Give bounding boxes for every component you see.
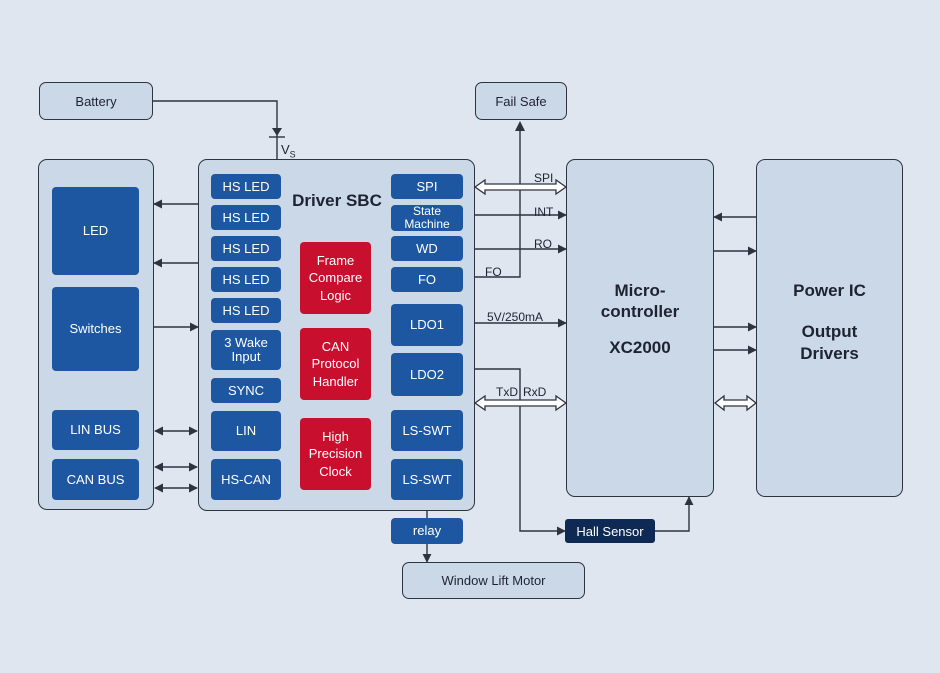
supply-label: VS bbox=[281, 142, 296, 160]
hall-wire-in bbox=[475, 368, 566, 536]
signal-ro-label: RO bbox=[534, 237, 552, 251]
power-ic-title: Power IC Output Drivers bbox=[793, 281, 866, 363]
signal-supply-label: 5V/250mA bbox=[487, 310, 544, 324]
signal-spi-label: SPI bbox=[534, 171, 554, 185]
driver-sbc-title: Driver SBC bbox=[292, 191, 382, 210]
fo-wire bbox=[475, 123, 521, 278]
power-bus-arrow bbox=[713, 394, 758, 412]
sbc-block-hs-led-3: HS LED bbox=[211, 236, 281, 261]
signal-fo-label: FO bbox=[485, 265, 502, 279]
signal-txd-label: TxD bbox=[496, 385, 518, 399]
hall-sensor-box: Hall Sensor bbox=[565, 519, 655, 543]
hall-wire-out bbox=[655, 496, 694, 532]
sbc-block-wd: WD bbox=[391, 236, 463, 261]
led-block: LED bbox=[52, 187, 139, 275]
sbc-block-hs-led-2: HS LED bbox=[211, 205, 281, 230]
lin-bus-block: LIN BUS bbox=[52, 410, 139, 450]
sbc-block-hs-led-5: HS LED bbox=[211, 298, 281, 323]
high-precision-clock-block: High Precision Clock bbox=[300, 418, 371, 490]
failsafe-arrow bbox=[515, 121, 525, 131]
microcontroller-panel bbox=[566, 159, 714, 497]
sbc-block-wake-input: 3 Wake Input bbox=[211, 330, 281, 370]
vs-arrow bbox=[272, 128, 282, 136]
sbc-block-ldo2: LDO2 bbox=[391, 353, 463, 396]
sbc-block-lin: LIN bbox=[211, 411, 281, 451]
sbc-block-state-machine: State Machine bbox=[391, 205, 463, 231]
sbc-block-hs-led-4: HS LED bbox=[211, 267, 281, 292]
switches-block: Switches bbox=[52, 287, 139, 371]
can-bus-block: CAN BUS bbox=[52, 459, 139, 500]
sbc-block-fo: FO bbox=[391, 267, 463, 292]
battery-wire bbox=[153, 100, 278, 137]
battery-box: Battery bbox=[39, 82, 153, 120]
fail-safe-box: Fail Safe bbox=[475, 82, 567, 120]
signal-int-label: INT bbox=[534, 205, 554, 219]
power-ic-panel bbox=[756, 159, 903, 497]
sbc-block-hs-can: HS-CAN bbox=[211, 459, 281, 500]
sbc-block-ls-swt-2: LS-SWT bbox=[391, 459, 463, 500]
sbc-block-hs-led-1: HS LED bbox=[211, 174, 281, 199]
sbc-block-sync: SYNC bbox=[211, 378, 281, 403]
window-lift-motor-box: Window Lift Motor bbox=[402, 562, 585, 599]
can-protocol-handler-block: CAN Protocol Handler bbox=[300, 328, 371, 400]
relay-block: relay bbox=[391, 518, 463, 544]
microcontroller-title: Micro- controller XC2000 bbox=[600, 281, 680, 357]
sbc-block-spi: SPI bbox=[391, 174, 463, 199]
sbc-block-ls-swt-1: LS-SWT bbox=[391, 410, 463, 451]
sbc-block-ldo1: LDO1 bbox=[391, 304, 463, 346]
signal-rxd-label: RxD bbox=[523, 385, 547, 399]
frame-compare-logic-block: Frame Compare Logic bbox=[300, 242, 371, 314]
